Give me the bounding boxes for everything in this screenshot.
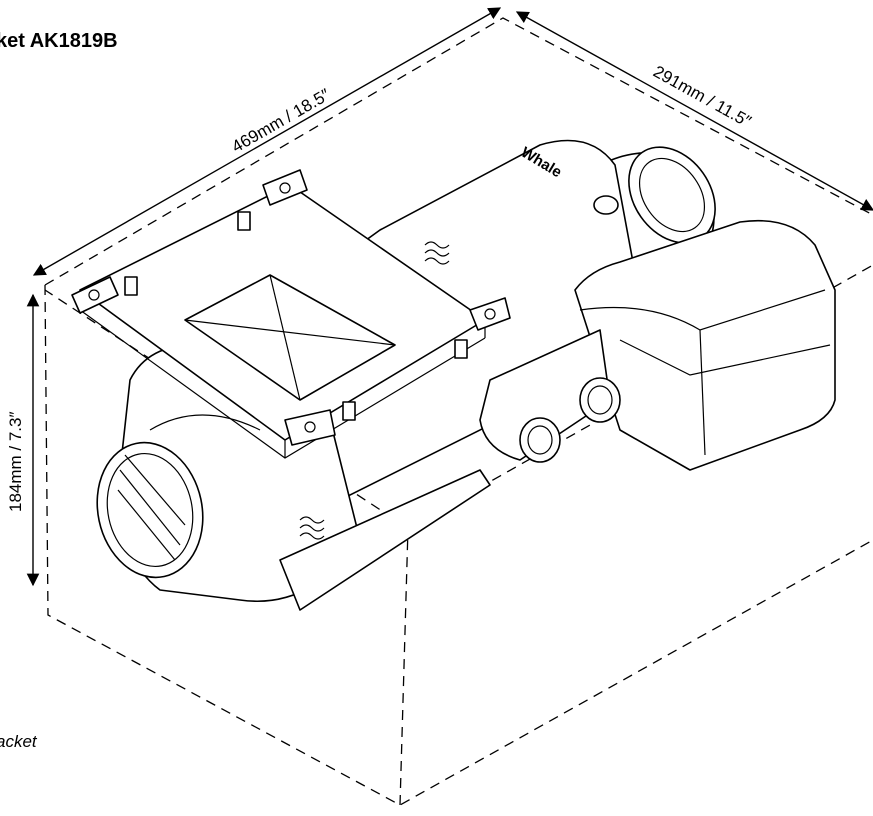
- control-box: [574, 219, 836, 471]
- mounting-bracket: [71, 169, 511, 459]
- heat-icon: [299, 241, 450, 540]
- height-dimension-label: 184mm / 7.3″: [6, 411, 25, 512]
- length-dimension-line: [32, 7, 502, 276]
- lower-rail: [279, 469, 491, 611]
- front-inlet: [96, 441, 204, 579]
- brand-logo-icon: [593, 195, 619, 215]
- diagram-caption: acket: [0, 732, 37, 751]
- width-dimension-label: 291mm / 11.5″: [650, 62, 754, 131]
- width-dimension-line: [515, 11, 873, 211]
- heater-body: Whale: [71, 139, 836, 611]
- side-fittings: [479, 329, 621, 463]
- dimension-arrows: [26, 7, 873, 587]
- length-dimension-label: 469mm / 18.5″: [229, 85, 334, 156]
